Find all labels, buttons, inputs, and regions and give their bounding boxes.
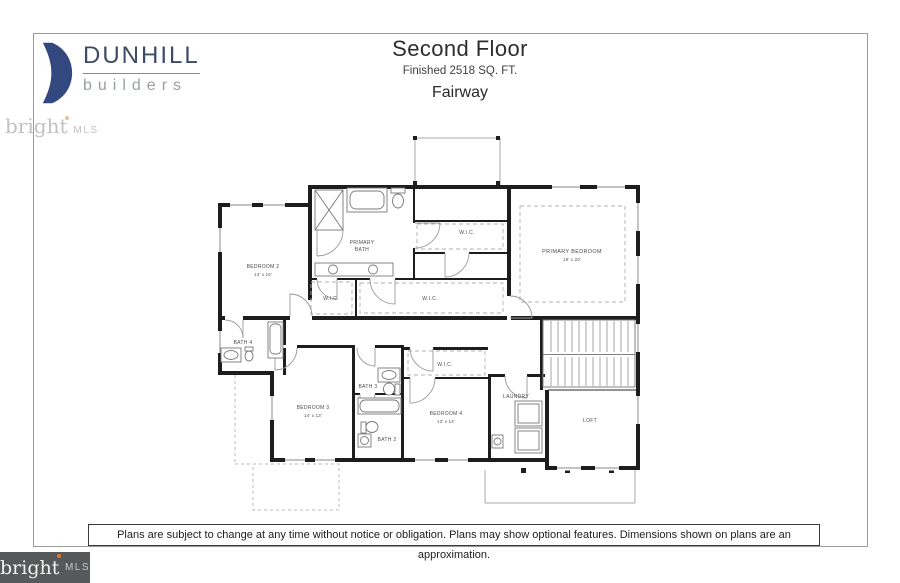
room-label-wic-center: W.I.C. (422, 296, 437, 302)
room-label-bedroom4: BEDROOM 4 (430, 411, 463, 417)
room-label-wic-lower: W.I.C. (437, 362, 452, 368)
primary-vanity (314, 262, 394, 277)
room-dims-bedroom2: 14' x 15' (254, 272, 272, 277)
page-title: Second Floor (392, 36, 528, 61)
room-label-bath4: BATH 4 (234, 340, 253, 346)
title-block: Second Floor Finished 2518 SQ. FT. Fairw… (255, 36, 665, 102)
room-dims-bedroom4: 13' x 14' (437, 419, 455, 424)
door-openings (225, 223, 527, 395)
room-label-primary-bedroom: PRIMARY BEDROOM (542, 249, 602, 255)
room-label-loft: LOFT (583, 418, 597, 424)
room-labels: BEDROOM 2 14' x 15' PRIMARY BATH PRIMARY… (234, 230, 602, 443)
room-label-bath2: BATH 2 (378, 437, 397, 443)
disclaimer: Plans are subject to change at any time … (88, 524, 820, 561)
fixtures (220, 187, 543, 454)
primary-shower (314, 189, 344, 231)
brightmls-trademark-dot (65, 116, 70, 120)
primary-toilet (390, 187, 406, 209)
builder-logo-icon (42, 42, 73, 104)
brightmls-suffix: MLS (64, 562, 90, 573)
staircase (542, 319, 636, 391)
room-label-primary-bath-2: BATH (355, 247, 369, 253)
room-label-bedroom3: BEDROOM 3 (297, 405, 330, 411)
watermark-brightmls-bottom: bright MLS (0, 552, 90, 583)
primary-tray-ceiling (519, 205, 626, 303)
room-label-laundry: LAUNDRY (503, 394, 529, 400)
room-label-bath3: BATH 3 (359, 384, 378, 390)
floorplan-drawing: BEDROOM 2 14' x 15' PRIMARY BATH PRIMARY… (217, 136, 641, 511)
builder-tagline: builders (83, 77, 188, 94)
room-label-primary-bath-1: PRIMARY (350, 240, 375, 246)
watermark-brightmls-top: bright MLS (5, 114, 99, 138)
community-name: Fairway (431, 84, 488, 101)
tray-ceiling-and-closet-dashes (310, 205, 626, 376)
brightmls-brand: bright (0, 556, 60, 579)
brightmls-brand: bright (5, 114, 68, 138)
rear-deck (484, 468, 636, 504)
brightmls-suffix: MLS (73, 125, 99, 136)
bath4-fixtures (220, 321, 284, 363)
upper-roof-bay (413, 136, 501, 185)
room-label-wic-primary: W.I.C. (459, 230, 474, 236)
room-dims-primary-bedroom: 19' x 20' (563, 257, 581, 262)
disclaimer-text: Plans are subject to change at any time … (117, 529, 791, 561)
porch-dashed-outlines (234, 375, 340, 511)
finished-sqft: Finished 2518 SQ. FT. (402, 65, 518, 77)
room-label-wic-small: W.I.C. (323, 296, 338, 302)
room-label-bedroom2: BEDROOM 2 (247, 264, 280, 270)
builder-name: DUNHILL (83, 42, 200, 74)
bath2-fixtures (357, 397, 402, 448)
room-dims-bedroom3: 14' x 13' (304, 413, 322, 418)
primary-tub (346, 187, 388, 213)
windows (217, 184, 641, 471)
bath3-fixtures (377, 367, 401, 396)
sheet-border-frame (33, 33, 868, 547)
laundry-appliances (491, 400, 543, 454)
builder-logo: DUNHILL builders (38, 40, 206, 106)
brightmls-trademark-dot (57, 554, 61, 558)
